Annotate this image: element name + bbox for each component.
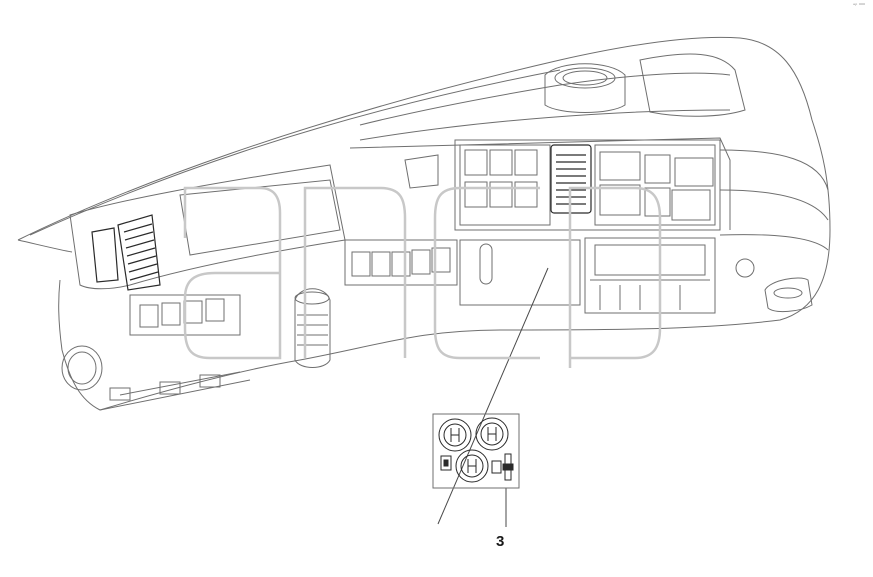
temperature-knob [438,418,472,452]
leader-line-to-dashboard [437,267,549,525]
ac-switch [491,460,502,474]
corner-mark: ᵉᵖ ⁰⁰⁰ [853,3,865,9]
callout-number-label: 3 [496,533,505,550]
dashboard-outline [17,36,831,411]
recirculation-switch [440,455,452,471]
fan-speed-knob [475,417,509,451]
air-vent-group [91,144,592,291]
climate-control-panel [432,413,520,489]
left-air-vent [117,214,161,291]
air-distribution-knob [455,449,489,483]
